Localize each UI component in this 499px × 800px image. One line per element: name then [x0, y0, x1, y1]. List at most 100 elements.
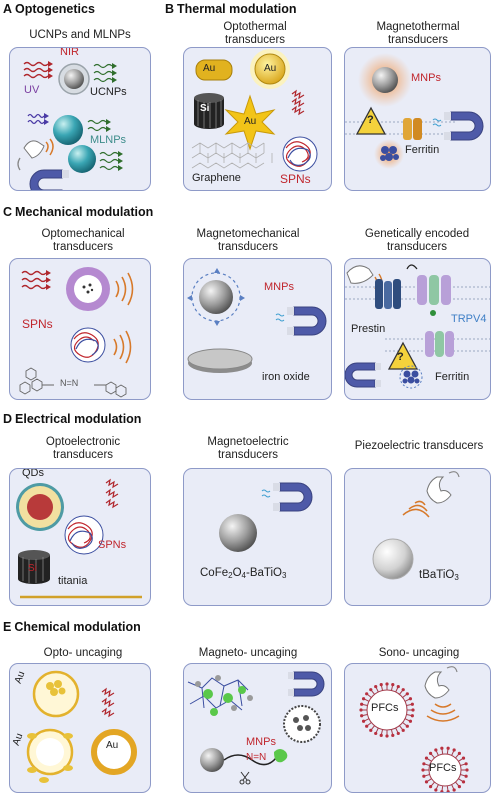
gold-nanoshell-icon — [91, 729, 137, 775]
cofe2o4-batio3-formula: CoFe2O4-BaTiO3 — [200, 567, 287, 580]
tbatio3-formula: tBaTiO3 — [419, 569, 459, 582]
section-title: Mechanical modulation — [15, 205, 154, 219]
magnet-icon — [345, 362, 381, 388]
silicon-cylinder-icon — [18, 550, 50, 584]
gold-nanostar-icon — [224, 94, 276, 151]
titania-label: titania — [58, 575, 88, 587]
batio3-particle-icon — [372, 538, 414, 580]
section-letter: D — [3, 412, 13, 426]
prestin-protein-icon — [375, 279, 401, 309]
panel-c3-illustration — [345, 264, 490, 389]
panel-magnetoelectric: CoFe2O4-BaTiO3 — [183, 468, 332, 606]
au-sphere-label: Au — [264, 63, 277, 74]
warning-icon — [387, 341, 419, 370]
nir-wave-icon — [23, 61, 49, 79]
panel-c1-illustration — [19, 267, 134, 398]
qds-label: QDs — [22, 468, 44, 479]
panel-magnetothermal: MNPs ? Ferritin — [344, 47, 491, 191]
silicon-cylinder-icon — [194, 93, 224, 129]
mnps-label: MNPs — [411, 72, 441, 84]
section-title: Thermal modulation — [177, 2, 297, 16]
magnet-icon — [288, 671, 325, 697]
panel-a1-title: UCNPs and MLNPs — [29, 29, 131, 41]
panel-ucnps-mlnps: NIR UV UCNPs MLNPs — [9, 47, 151, 191]
mnp-particle-icon — [200, 748, 224, 772]
mlnps-label: MLNPs — [90, 134, 127, 146]
spns-label: SPNs — [22, 317, 53, 331]
panel-magneto-uncaging: MNPs N=N — [183, 663, 332, 793]
gold-nanorod-icon — [195, 59, 233, 81]
spn-polymer-icon — [64, 515, 104, 555]
uv-wave-icon — [27, 113, 45, 125]
panel-e3-title: Sono- uncaging — [378, 647, 460, 659]
panel-sono-uncaging: PFCs PFCs — [344, 663, 491, 793]
panel-e2-title: Magneto- uncaging — [198, 647, 298, 659]
iron-oxide-label: iron oxide — [262, 371, 310, 383]
section-title: Optogenetics — [15, 2, 95, 16]
panel-e1-title: Opto- uncaging — [43, 647, 123, 659]
section-letter: C — [3, 205, 13, 219]
mlnp-particle-icon — [53, 115, 83, 145]
panel-optoelectronic: QDs SPNs Si titania — [9, 468, 151, 606]
panel-a1-illustration — [17, 61, 123, 190]
sound-wave-icon — [426, 703, 460, 722]
mnps-label: MNPs — [264, 281, 294, 293]
panel-magnetomechanical: MNPs iron oxide — [183, 258, 332, 400]
mnp-particle-icon — [199, 280, 233, 314]
panel-optomechanical: SPNs N=N — [9, 258, 151, 400]
mnps-label: MNPs — [246, 736, 276, 748]
panel-e2-illustration — [187, 671, 325, 785]
au-rod-label: Au — [203, 63, 216, 74]
si-label: Si — [200, 103, 210, 114]
panel-opto-uncaging: Au Au Au — [9, 663, 151, 793]
trpv4-label: TRPV4 — [451, 313, 487, 325]
panel-piezoelectric: tBaTiO3 — [344, 468, 491, 606]
si-label: Si — [28, 563, 37, 574]
magnet-icon — [273, 482, 313, 512]
pfcs-label-1: PFCs — [371, 702, 399, 714]
graphene-label: Graphene — [192, 172, 241, 184]
hydrogel-network-icon — [187, 677, 249, 711]
panel-d1-illustration — [16, 478, 142, 599]
section-title: Chemical modulation — [14, 620, 141, 634]
liposome-icon — [283, 705, 321, 743]
prestin-label: Prestin — [351, 323, 386, 335]
mnp-particle-icon — [372, 67, 398, 93]
panel-b2-illustration — [345, 53, 484, 169]
warning-mark: ? — [397, 351, 404, 363]
panel-e1-illustration — [26, 670, 137, 783]
warning-mark: ? — [367, 114, 374, 126]
ultrasound-probe-icon — [17, 138, 54, 171]
trpv4-channel-icon — [417, 275, 451, 305]
panel-e3-illustration — [359, 666, 469, 792]
ferritin-cluster-icon — [380, 146, 399, 161]
ferritin-cluster-icon — [402, 370, 420, 384]
trpv4-channel-icon — [425, 331, 454, 357]
uv-label: UV — [24, 84, 40, 96]
gold-nanosphere-icon — [254, 53, 286, 85]
green-emission-icon — [93, 63, 113, 83]
pfc-microbubble-icon — [359, 682, 415, 738]
spns-label: SPNs — [280, 172, 311, 186]
au-label-3: Au — [106, 740, 119, 751]
azo-bond-label: N=N — [246, 752, 267, 763]
pfcs-label-2: PFCs — [429, 762, 457, 774]
panel-d3-title: Piezoelectric transducers — [354, 440, 484, 452]
nir-label: NIR — [60, 47, 79, 58]
warning-icon — [355, 106, 387, 135]
section-letter: E — [3, 620, 12, 634]
ferritin-label: Ferritin — [405, 144, 440, 156]
spn-polymer-icon — [70, 327, 106, 363]
magnet-icon — [29, 169, 69, 190]
ferritin-label: Ferritin — [435, 371, 470, 383]
pfc-microbubble-icon — [421, 746, 469, 792]
